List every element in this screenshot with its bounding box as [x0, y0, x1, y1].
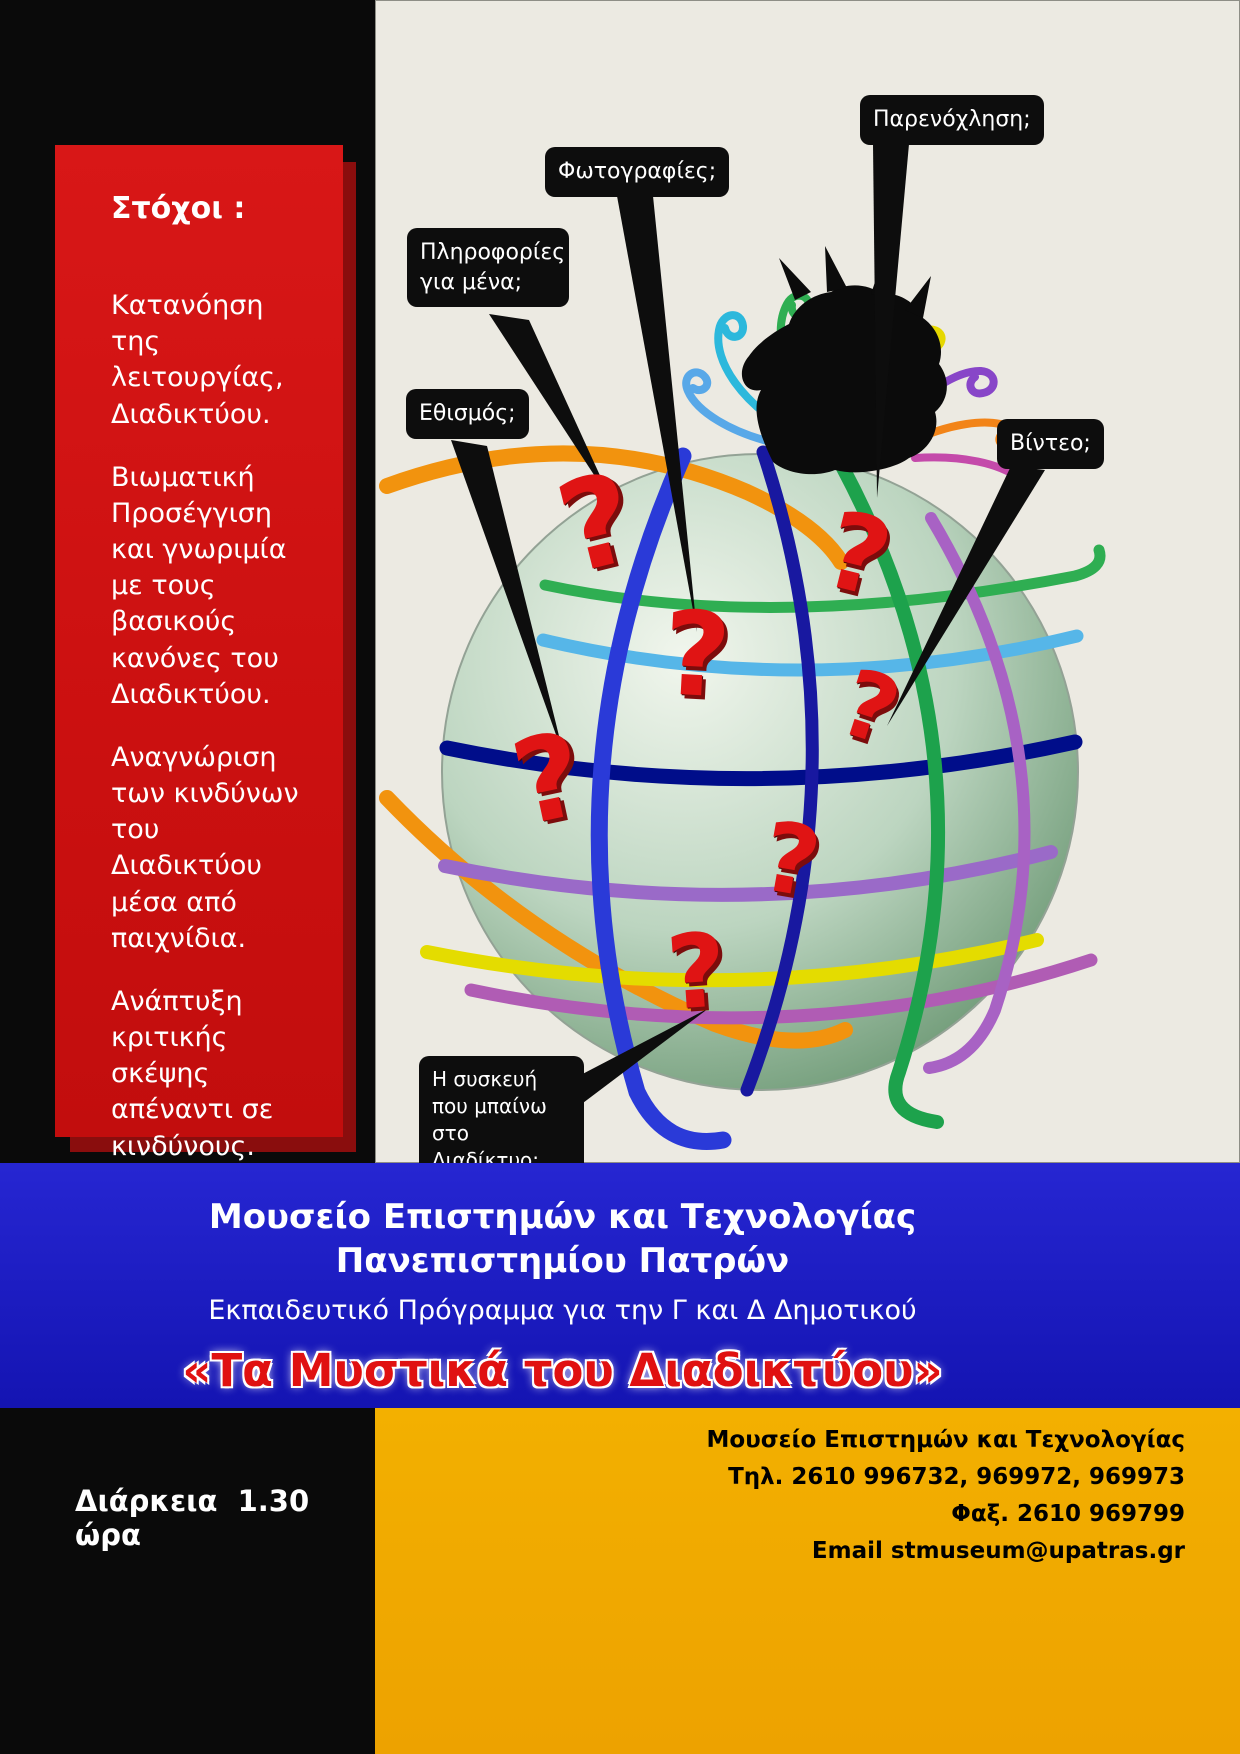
duration-label: Διάρκεια 1.30 ώρα [75, 1484, 320, 1552]
globe-ribbons [379, 445, 1106, 1150]
callout-tail-info [489, 314, 613, 504]
callout-tail-video [887, 466, 1045, 726]
callout-video: Βίντεο; [997, 419, 1104, 469]
goal-item: Ανάπτυξη κριτικής σκέψης απέναντι σε κιν… [111, 985, 274, 1162]
contact-email: Email stmuseum@upatras.gr [811, 1538, 1185, 1564]
program-title: «Τα Μυστικά του Διαδικτύου» [182, 1344, 943, 1398]
contact-fax: Φαξ. 2610 969799 [951, 1501, 1185, 1527]
callout-tails [451, 144, 1045, 1112]
callout-harassment: Παρενόχληση; [860, 95, 1044, 145]
program-audience: Εκπαιδευτικό Πρόγραμμα για την Γ και Δ Δ… [208, 1295, 917, 1327]
callout-photos: Φωτογραφίες; [545, 147, 730, 197]
callout-personal-info: Πληροφορίες για μένα; [407, 228, 569, 308]
question-mark: ? [662, 911, 731, 1034]
contact-museum-name: Μουσείο Επιστημών και Τεχνολογίας [706, 1427, 1185, 1453]
contact-phone: Τηλ. 2610 996732, 969972, 969973 [728, 1464, 1185, 1490]
goal-item: Βιωματική Προσέγγιση και γνωριμία με του… [111, 461, 287, 710]
callout-tail-addiction [451, 440, 565, 760]
callout-tail-photos [617, 196, 697, 632]
goals-heading: Στόχοι : [111, 191, 246, 226]
contact-area: Μουσείο Επιστημών και Τεχνολογίας Τηλ. 2… [375, 1408, 1240, 1754]
title-band: Μουσείο Επιστημών και Τεχνολογίας Πανεπι… [0, 1163, 1240, 1408]
museum-title-line1: Μουσείο Επιστημών και Τεχνολογίας [208, 1197, 917, 1237]
duration-area: Διάρκεια 1.30 ώρα [0, 1408, 375, 1754]
goals-panel: Στόχοι : Κατανόηση της λειτουργίας, Διαδ… [55, 145, 343, 1162]
callout-device: Η συσκευή που μπαίνω στο Διαδίκτυο; [419, 1056, 584, 1184]
illustration-area: ? ? ? ? ? ? ? Πληροφορίες για μένα; Φωτο… [375, 0, 1240, 1184]
callout-addiction: Εθισμός; [406, 389, 529, 439]
globe-illustration [379, 144, 1106, 1150]
goal-item: Αναγνώριση των κινδύνων του Διαδικτύου μ… [111, 741, 299, 954]
callout-tail-device [571, 1008, 709, 1112]
question-mark: ? [659, 586, 734, 725]
goal-item: Κατανόηση της λειτουργίας, Διαδικτύου. [111, 290, 284, 430]
museum-title-line2: Πανεπιστημίου Πατρών [335, 1241, 790, 1282]
callout-tail-harassment [873, 144, 909, 498]
